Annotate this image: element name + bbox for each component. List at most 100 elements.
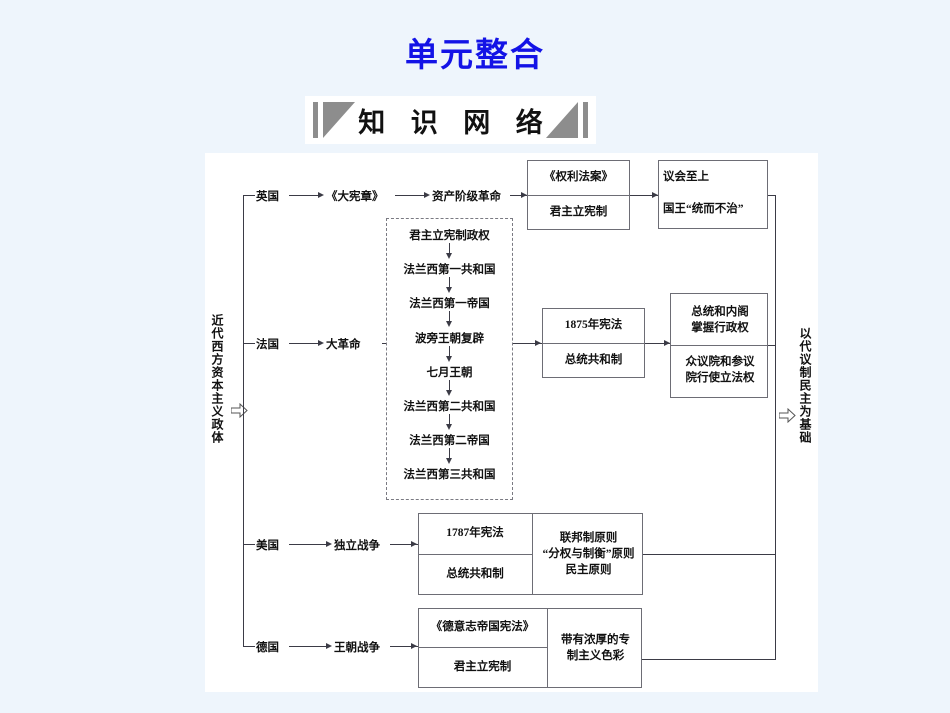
germany-character-l1: 带有浓厚的专 [561, 633, 630, 646]
banner-right-triangle-icon [546, 102, 578, 138]
branch-tick-uk [243, 195, 255, 196]
left-fat-arrow-icon [231, 403, 248, 418]
france-chain-arrowhead [445, 389, 452, 396]
france-chain-arrowhead [445, 355, 452, 362]
france-powers-legis: 众议院和参议 院行使立法权 [675, 349, 765, 393]
arrow-us-2-head [411, 540, 417, 547]
uk-box-top-text: 《权利法案》 [544, 170, 613, 183]
banner-left-triangle-icon [323, 102, 355, 138]
france-chain-item: 法兰西第一帝国 [409, 298, 490, 311]
usa-principle-1: 联邦制原则 [559, 531, 618, 544]
right-tick-usa [643, 554, 776, 555]
france-powers-exec: 总统和内阁 掌握行政权 [675, 300, 765, 342]
main-bracket-spine [243, 195, 244, 646]
right-fat-arrow-icon [779, 408, 796, 423]
france-powers-legis-l2: 院行使立法权 [685, 372, 755, 384]
arrow-fr-3-line [513, 343, 542, 344]
france-powers-legis-l1: 众议院和参议 [685, 356, 755, 369]
branch-tick-usa [243, 544, 255, 545]
usa-principle-2: “分权与制衡”原则 [542, 547, 635, 560]
branch-tick-germany [243, 646, 255, 647]
france-chain-arrowhead [445, 287, 452, 294]
arrow-uk-4-head [652, 191, 658, 198]
france-chain-arrowhead [445, 458, 452, 465]
france-chain-item: 君主立宪制政权 [409, 230, 490, 242]
germany-character-l2: 制主义色彩 [566, 650, 625, 662]
knowledge-network-diagram: 近代西方资本主义政体 英国 《大宪章》 资产阶级革命 《权利法案》 君主立宪制 … [205, 153, 818, 692]
arrow-uk-3-line [510, 195, 528, 196]
germany-box-bottom-text: 君主立宪制 [453, 660, 512, 673]
france-chain-arrowhead [445, 253, 452, 259]
arrow-uk-2-line [395, 195, 425, 196]
arrow-us-2-line [390, 544, 428, 545]
branch-label-usa: 美国 [256, 540, 279, 552]
arrow-fr-3-head [535, 339, 541, 346]
banner-label: 知 识 网 络 [358, 107, 552, 138]
france-box-divider [542, 343, 645, 344]
france-chain-item: 法兰西第一共和国 [403, 264, 496, 277]
france-chain-connector [449, 277, 450, 291]
france-chain-connector [449, 414, 450, 427]
arrow-de-2-head [411, 642, 417, 649]
section-banner: 知 识 网 络 [305, 96, 596, 144]
usa-box-hdivider [418, 554, 532, 555]
france-box-top-text: 1875年宪法 [564, 318, 623, 331]
arrow-fr-1-line [289, 343, 319, 344]
branch-label-uk: 英国 [256, 191, 279, 203]
uk-box-divider [527, 195, 630, 196]
uk-box-bottom-text: 君主立宪制 [549, 205, 608, 218]
france-step1-label: 大革命 [326, 339, 361, 351]
arrow-uk-3-head [521, 191, 527, 198]
france-powers-exec-l2: 掌握行政权 [691, 322, 749, 334]
arrow-de-1-head [326, 642, 332, 649]
france-box-powers-divider [670, 345, 768, 346]
arrow-us-1-head [326, 540, 332, 547]
arrow-de-1-line [289, 646, 327, 647]
banner-left-bar-icon [313, 102, 318, 138]
germany-box-group [418, 608, 642, 688]
france-regime-chain: 君主立宪制政权法兰西第一共和国法兰西第一帝国波旁王朝复辟七月王朝法兰西第二共和国… [386, 218, 513, 500]
france-chain-arrowhead [445, 424, 452, 430]
usa-box-bottom-text: 总统共和制 [446, 567, 504, 580]
uk-step2-label: 资产阶级革命 [432, 191, 501, 203]
arrow-de-2-line [390, 646, 428, 647]
right-tick-germany [642, 659, 776, 660]
germany-box-top-text: 《德意志帝国宪法》 [430, 620, 535, 633]
france-powers-exec-l1: 总统和内阁 [691, 306, 749, 319]
diagram-right-label: 以代议制民主为基础 [798, 327, 812, 444]
uk-box-parliament [658, 160, 768, 229]
usa-principles: 联邦制原则 “分权与制衡”原则 民主原则 [534, 513, 643, 595]
arrow-us-1-line [289, 544, 327, 545]
right-tick-uk [768, 195, 776, 196]
branch-tick-france [243, 343, 255, 344]
france-chain-item: 七月王朝 [426, 366, 473, 379]
germany-box-vdivider [547, 608, 548, 688]
arrow-fr-1-head [318, 339, 324, 346]
usa-principle-3: 民主原则 [565, 564, 612, 577]
banner-right-bar-icon [583, 102, 588, 138]
right-bracket-spine [775, 195, 776, 660]
usa-step1-label: 独立战争 [334, 540, 380, 552]
arrow-uk-1-head [318, 191, 324, 198]
france-chain-item: 法兰西第三共和国 [403, 469, 496, 482]
usa-box-top-text: 1787年宪法 [446, 526, 504, 539]
france-chain-connector [449, 345, 450, 359]
arrow-fr-4-line [645, 343, 670, 344]
uk-box2-line2: 国王“统而不治” [663, 203, 744, 216]
france-chain-item: 波旁王朝复辟 [415, 332, 484, 345]
uk-box2-line1: 议会至上 [663, 171, 709, 184]
branch-label-france: 法国 [256, 339, 279, 351]
arrow-uk-4-line [630, 195, 658, 196]
france-chain-item: 法兰西第二共和国 [403, 401, 496, 413]
arrow-uk-2-head [424, 191, 430, 198]
germany-step1-label: 王朝战争 [334, 642, 380, 654]
arrow-fr-4-head [664, 339, 670, 346]
france-chain-connector [449, 243, 450, 256]
france-chain-arrowhead [445, 321, 452, 328]
right-tick-france [768, 345, 776, 346]
france-box-bottom-text: 总统共和制 [564, 353, 623, 366]
france-chain-item: 法兰西第二帝国 [409, 435, 490, 448]
germany-character: 带有浓厚的专 制主义色彩 [549, 608, 642, 688]
france-chain-connector [449, 448, 450, 462]
